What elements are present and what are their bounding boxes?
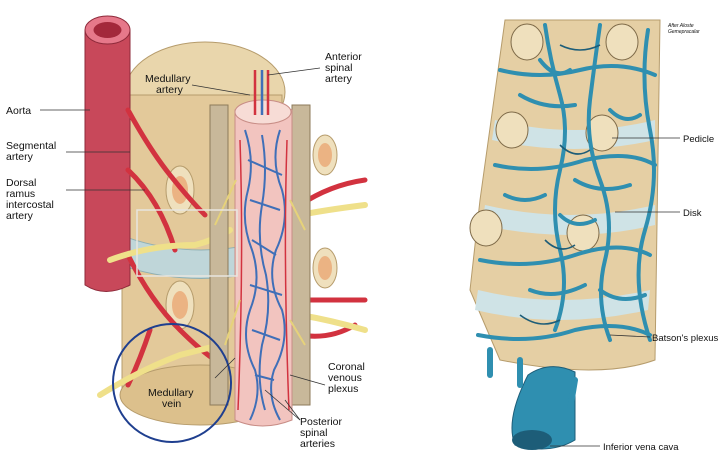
label-coronal-venous-plexus: Coronal venous plexus [328, 361, 368, 395]
label-dorsal-ramus-intercostal-artery: Dorsal ramus intercostal artery [6, 177, 57, 222]
artist-signature: After Aloste Gemepracalar [667, 23, 700, 35]
label-inferior-vena-cava: Inferior vena cava [603, 442, 679, 453]
right-illustration: After Aloste Gemepracalar Pedicle Disk B… [470, 20, 718, 453]
label-disk: Disk [683, 208, 702, 219]
label-batsons-plexus: Batson's plexus [652, 333, 718, 344]
left-illustration: Aorta Segmental artery Dorsal ramus inte… [6, 16, 368, 450]
label-pedicle: Pedicle [683, 134, 714, 145]
label-posterior-spinal-arteries: Posterior spinal arteries [300, 416, 345, 450]
aorta [85, 30, 130, 292]
vena-cava-lumen [512, 430, 552, 450]
dura-sheath-right [292, 105, 310, 405]
label-segmental-artery: Segmental artery [6, 140, 59, 163]
label-anterior-spinal-artery: Anterior spinal artery [325, 51, 365, 85]
label-aorta: Aorta [6, 105, 31, 117]
